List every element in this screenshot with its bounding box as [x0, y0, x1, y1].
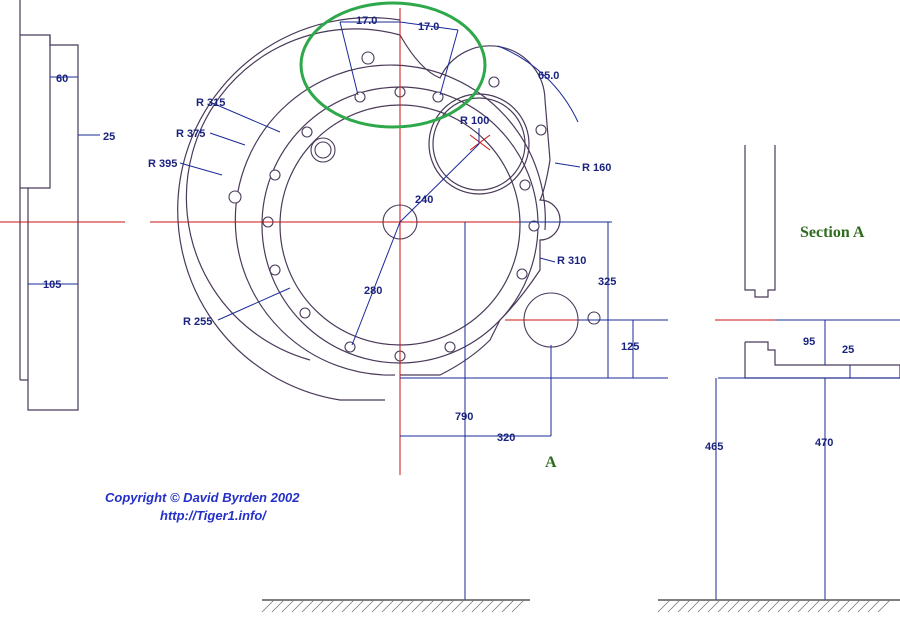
dim-280: 280	[364, 285, 382, 297]
dim-17-right: 17.0	[418, 21, 439, 33]
dim-470: 470	[815, 437, 833, 449]
dim-790: 790	[455, 411, 473, 423]
dim-320: 320	[497, 432, 515, 444]
dim-60: 60	[56, 73, 68, 85]
highlight-ellipse	[299, 1, 487, 129]
label-r375: R 375	[176, 128, 205, 140]
dim-325: 325	[598, 276, 616, 288]
dim-65: 65.0	[538, 70, 559, 82]
view-label-a: A	[545, 454, 557, 471]
dim-125: 125	[621, 341, 639, 353]
front-view-dimensions	[179, 21, 668, 600]
ground-section	[657, 599, 900, 613]
label-r395: R 395	[148, 158, 177, 170]
front-view-plate	[177, 17, 601, 401]
dim-105: 105	[43, 279, 61, 291]
dim-465: 465	[705, 441, 723, 453]
dim-25-right: 25	[842, 344, 854, 356]
label-r310: R 310	[557, 255, 586, 267]
label-r100: R 100	[460, 115, 489, 127]
section-a-title: Section A	[800, 224, 865, 241]
dim-95: 95	[803, 336, 815, 348]
copyright-text: Copyright © David Byrden 2002	[105, 490, 300, 505]
label-r315: R 315	[196, 97, 225, 109]
copyright-url[interactable]: http://Tiger1.info/	[160, 508, 267, 523]
dim-240: 240	[415, 194, 433, 206]
ground-main	[261, 599, 530, 613]
label-r160: R 160	[582, 162, 611, 174]
dim-25-left: 25	[103, 131, 115, 143]
label-r255: R 255	[183, 316, 212, 328]
dim-17-left: 17.0	[356, 15, 377, 27]
side-view-profile	[0, 0, 125, 411]
section-a-view	[715, 145, 900, 600]
